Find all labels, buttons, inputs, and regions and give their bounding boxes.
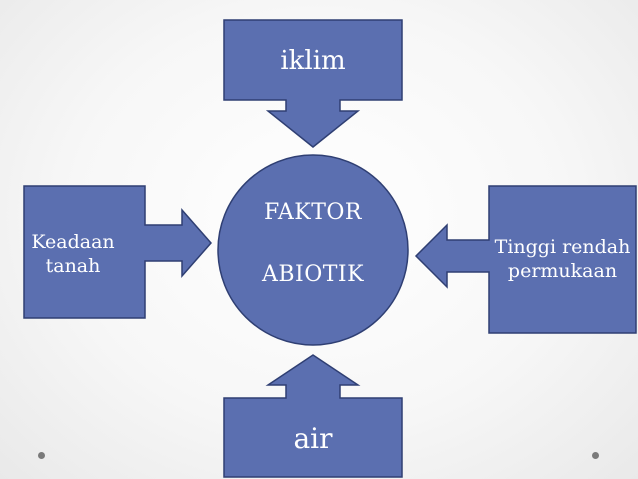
- slide-bullet-dot-right: [592, 452, 599, 459]
- bottom-callout-shape: [223, 354, 403, 478]
- bottom-box-label: air: [293, 421, 333, 455]
- top-box-label: iklim: [280, 45, 346, 76]
- left-box-label: Keadaan tanah: [31, 231, 115, 277]
- center-title-line1: FAKTOR: [264, 200, 362, 225]
- bottom-callout: [223, 354, 403, 478]
- right-box-label: Tinggi rendah permukaan: [494, 236, 631, 282]
- left-callout: [23, 185, 212, 319]
- right-callout: [414, 185, 637, 334]
- center-circle: [217, 154, 409, 346]
- top-callout-shape: [223, 19, 403, 148]
- right-callout-shape: [414, 185, 637, 334]
- center-title-line2: ABIOTIK: [261, 262, 365, 287]
- top-callout: [223, 19, 403, 148]
- slide-bullet-dot-left: [38, 452, 45, 459]
- left-callout-shape: [23, 185, 212, 319]
